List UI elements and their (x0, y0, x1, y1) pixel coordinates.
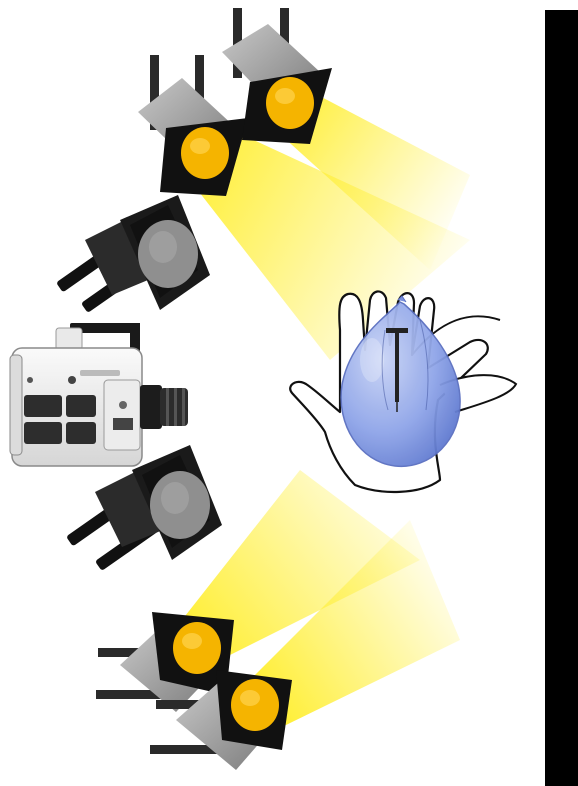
fresnel-flood-light-icon (56, 195, 210, 313)
spotlight-icon (138, 55, 248, 196)
high-speed-camera-icon (10, 323, 188, 466)
